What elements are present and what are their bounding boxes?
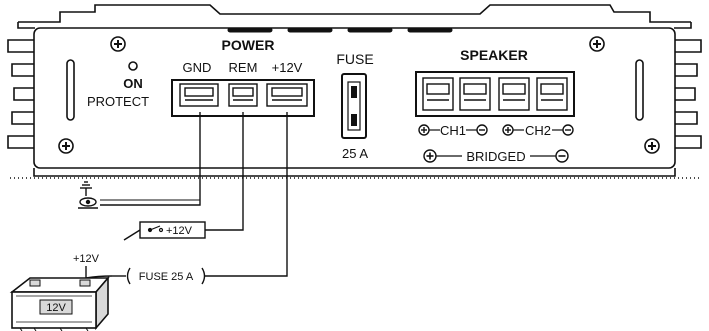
screw-icon — [644, 138, 660, 154]
status-led: ON PROTECT — [87, 61, 149, 109]
speaker-screw-icon — [459, 77, 491, 111]
inline-fuse: FUSE 25 A — [112, 267, 206, 285]
screw-icon — [110, 36, 126, 52]
fuse-rating: 25 A — [342, 146, 368, 161]
led-protect-label: PROTECT — [87, 94, 149, 109]
terminal-label-12v: +12V — [272, 60, 303, 75]
terminal-screw-icon — [266, 83, 308, 107]
speaker-screw-icon — [536, 77, 568, 111]
remote-switch-label: +12V — [166, 225, 193, 237]
terminal-label-gnd: GND — [183, 60, 212, 75]
led-icon — [128, 61, 138, 71]
minus-icon — [555, 149, 569, 163]
speaker-screw-icon — [422, 77, 454, 111]
minus-icon — [562, 124, 574, 136]
plus-icon — [502, 124, 514, 136]
terminal-label-rem: REM — [229, 60, 258, 75]
wiring — [100, 112, 288, 277]
power-terminal-block: POWER GND REM +12V — [171, 37, 315, 117]
screw-icon — [589, 36, 605, 52]
power-wire — [205, 112, 288, 277]
battery-plus-label: +12V — [73, 253, 100, 265]
speaker-terminal-block: SPEAKER CH1 — [415, 47, 575, 164]
ch1-label: CH1 — [440, 123, 466, 138]
minus-icon — [476, 124, 488, 136]
fuse-holder: FUSE 25 A — [336, 51, 373, 161]
amplifier-housing — [7, 4, 702, 179]
battery-icon: +12V 12V — [9, 253, 113, 331]
ground-icon — [78, 181, 98, 209]
remote-wire — [205, 112, 244, 231]
remote-switch: +12V — [123, 221, 206, 241]
led-on-label: ON — [123, 76, 143, 91]
terminal-screw-icon — [228, 83, 258, 107]
speaker-screw-icon — [498, 77, 530, 111]
speaker-title: SPEAKER — [460, 47, 528, 63]
fuse-title: FUSE — [336, 51, 373, 67]
screw-icon — [58, 138, 74, 154]
plus-icon — [423, 149, 437, 163]
ch2-label: CH2 — [525, 123, 551, 138]
ground-wire — [100, 112, 201, 206]
switch-icon — [147, 225, 164, 233]
battery-body-label: 12V — [46, 302, 66, 314]
plus-icon — [418, 124, 430, 136]
power-title: POWER — [222, 37, 275, 53]
inline-fuse-label: FUSE 25 A — [139, 271, 194, 283]
bridged-label: BRIDGED — [466, 149, 525, 164]
terminal-screw-icon — [179, 83, 219, 107]
